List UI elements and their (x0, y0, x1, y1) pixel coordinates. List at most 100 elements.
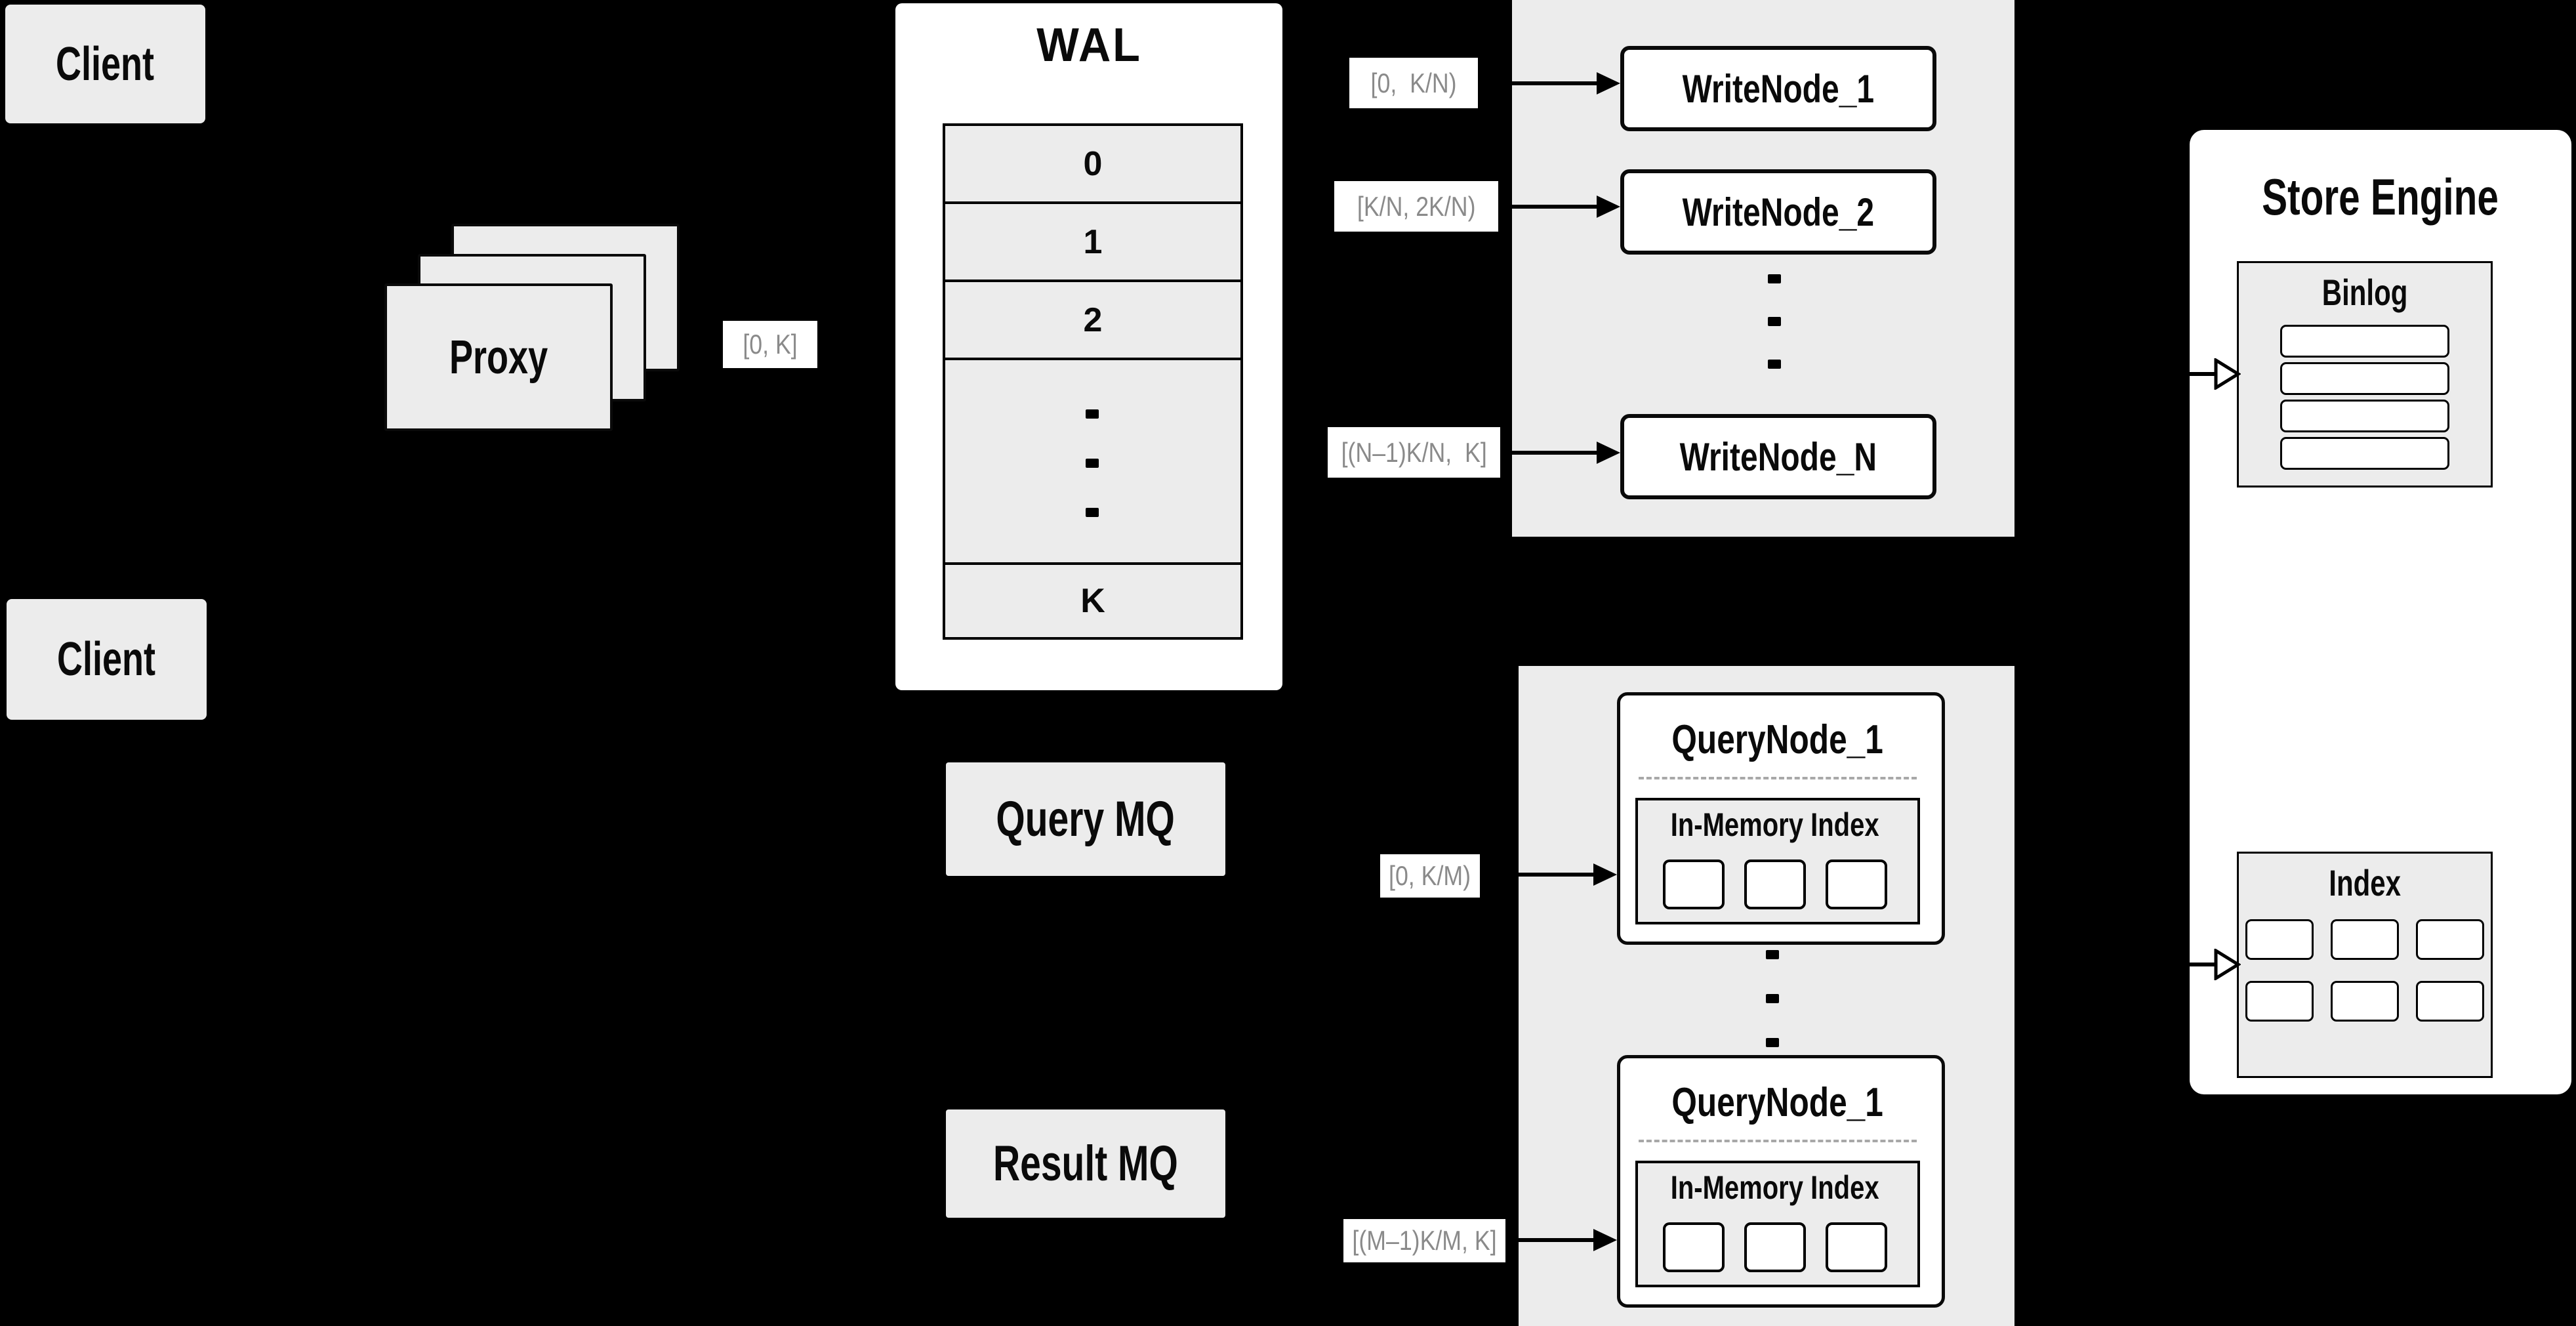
wal-slot-0: 0 (945, 126, 1240, 204)
write-node-2: WriteNode_2 (1620, 169, 1936, 255)
query-mq-node: Query MQ (946, 762, 1225, 876)
result-mq-node: Result MQ (946, 1109, 1225, 1218)
index-cell (2331, 981, 2399, 1022)
range-label-writenode-2: [K/N, 2K/N) (1334, 181, 1498, 232)
dashed-divider (1639, 1140, 1917, 1142)
store-engine-panel: Store Engine Binlog Index (2190, 130, 2571, 1094)
ellipsis-dot-icon (1768, 360, 1781, 369)
arrowhead-icon (1597, 442, 1620, 464)
range-label-writenode-1-text: [0, K/N) (1370, 67, 1457, 98)
binlog-title: Binlog (2321, 271, 2408, 313)
ellipsis-dot-icon (1768, 317, 1781, 326)
proxy-node: Proxy (384, 283, 613, 431)
range-label-writenode-n-text: [(N–1)K/N, K] (1341, 436, 1487, 468)
segment-box (1663, 860, 1725, 909)
in-memory-index-bottom-title: In-Memory Index (1671, 1169, 1879, 1206)
write-node-n-label: WriteNode_N (1679, 434, 1877, 479)
range-label-writenode-2-text: [K/N, 2K/N) (1357, 190, 1476, 222)
range-label-querynode-top-text: [0, K/M) (1389, 860, 1471, 891)
client-node-top: Client (5, 5, 205, 123)
wal-panel: WAL 0 1 2 K (895, 3, 1282, 690)
range-label-client-to-wal-text: [0, K] (743, 329, 798, 360)
ellipsis-dot-icon (1768, 274, 1781, 283)
index-cell (2245, 981, 2314, 1022)
range-label-querynode-bottom: [(M–1)K/M, K] (1343, 1219, 1505, 1262)
query-node-top-title-row: QueryNode_1 (1620, 711, 1935, 768)
range-label-querynode-bottom-text: [(M–1)K/M, K] (1352, 1225, 1497, 1256)
index-cell-row (2245, 919, 2484, 960)
wal-title: WAL (1036, 19, 1142, 72)
query-node-top: QueryNode_1 In-Memory Index (1617, 692, 1945, 945)
query-node-bottom: QueryNode_1 In-Memory Index (1617, 1055, 1945, 1308)
wal-slot-2: 2 (945, 282, 1240, 360)
wal-slot-1: 1 (945, 204, 1240, 282)
in-memory-index-bottom-title-row: In-Memory Index (1638, 1167, 1912, 1208)
segment-row (1638, 860, 1912, 909)
index-cell (2416, 981, 2484, 1022)
segment-box (1744, 1222, 1806, 1272)
query-node-top-title: QueryNode_1 (1671, 716, 1884, 762)
ellipsis-dot-icon (1086, 459, 1099, 468)
write-node-1: WriteNode_1 (1620, 46, 1936, 131)
index-cell (2331, 919, 2399, 960)
write-node-n: WriteNode_N (1620, 414, 1936, 499)
arrow-into-binlog (2125, 358, 2241, 390)
query-node-bottom-title-row: QueryNode_1 (1620, 1074, 1935, 1130)
binlog-box: Binlog (2237, 261, 2493, 487)
segment-box (1826, 1222, 1887, 1272)
open-arrowhead-icon (2214, 358, 2241, 390)
ellipsis-dot-icon (1086, 409, 1099, 419)
wal-slot-k-label: K (1080, 582, 1105, 620)
ellipsis-dot-icon (1766, 950, 1779, 959)
wal-slot-1-label: 1 (1083, 222, 1103, 261)
wal-slot-2-label: 2 (1083, 300, 1103, 339)
binlog-row (2280, 325, 2449, 358)
binlog-row (2280, 400, 2449, 432)
index-title: Index (2329, 861, 2401, 903)
in-memory-index-top-title: In-Memory Index (1671, 806, 1879, 843)
range-label-writenode-n: [(N–1)K/N, K] (1328, 427, 1500, 478)
index-cell (2416, 919, 2484, 960)
range-label-client-to-wal: [0, K] (723, 321, 817, 368)
in-memory-index-top: In-Memory Index (1635, 798, 1920, 924)
client-bottom-label: Client (57, 633, 156, 686)
segment-row (1638, 1222, 1912, 1272)
write-node-2-label: WriteNode_2 (1682, 190, 1875, 234)
client-node-bottom: Client (7, 599, 207, 720)
index-cells (2239, 919, 2491, 1022)
query-node-panel: QueryNode_1 In-Memory Index QueryNode_1 (1519, 666, 2014, 1326)
segment-box (1663, 1222, 1725, 1272)
arrowhead-icon (1597, 72, 1620, 94)
open-arrowhead-icon (2214, 949, 2241, 980)
arrow-into-index (2125, 949, 2241, 980)
proxy-label: Proxy (449, 331, 548, 384)
binlog-rows (2239, 325, 2491, 470)
query-mq-label: Query MQ (996, 791, 1176, 847)
write-node-1-label: WriteNode_1 (1682, 66, 1875, 111)
write-node-panel: WriteNode_1 WriteNode_2 WriteNode_N (1512, 0, 2014, 537)
ellipsis-dot-icon (1766, 1038, 1779, 1047)
arrowhead-icon (1597, 196, 1620, 218)
index-box: Index (2237, 852, 2493, 1078)
wal-slot-ellipsis (945, 360, 1240, 565)
client-top-label: Client (56, 37, 155, 91)
range-label-querynode-top: [0, K/M) (1380, 854, 1480, 898)
in-memory-index-top-title-row: In-Memory Index (1638, 804, 1912, 845)
wal-title-row: WAL (895, 19, 1282, 72)
store-engine-title: Store Engine (2262, 167, 2499, 226)
wal-slot-k: K (945, 565, 1240, 637)
arrowhead-icon (1593, 863, 1617, 886)
index-cell (2245, 919, 2314, 960)
in-memory-index-bottom: In-Memory Index (1635, 1161, 1920, 1287)
result-mq-label: Result MQ (993, 1136, 1178, 1191)
segment-box (1826, 860, 1887, 909)
binlog-row (2280, 362, 2449, 395)
store-engine-title-row: Store Engine (2190, 164, 2571, 230)
binlog-row (2280, 437, 2449, 470)
ellipsis-dot-icon (1766, 994, 1779, 1003)
dashed-divider (1639, 777, 1917, 779)
wal-slot-0-label: 0 (1083, 144, 1103, 183)
segment-box (1744, 860, 1806, 909)
ellipsis-dot-icon (1086, 508, 1099, 517)
